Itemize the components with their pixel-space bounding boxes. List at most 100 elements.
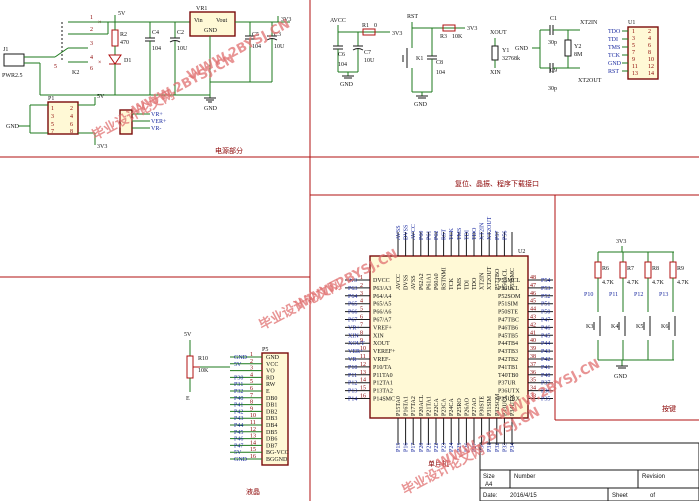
switch-k4[interactable]: K4 (611, 324, 618, 330)
mcu-left-net-1: 3v3 (348, 278, 357, 284)
mcu-left-pin-7: VREF+ (373, 325, 392, 331)
key-blocks: R64.7KP10K3R74.7KP11K4R84.7KP12K5R94.7KP… (584, 252, 690, 360)
mcu-top-net-0: AVSS (396, 225, 402, 240)
mcu-right-net-42: P46 (541, 325, 550, 331)
mcu-bottom-pin-2: P17TA2 (411, 396, 417, 416)
mcu-bottom-pin-8: P25RO (457, 398, 463, 416)
section-label-keys: 按键 (662, 404, 676, 413)
r3-resistor[interactable] (442, 24, 456, 32)
c5-label: C5 (252, 32, 259, 38)
lcd-pin-num-7: 7 (250, 393, 253, 399)
mcu-bottom-pin-12: P31SIM (487, 395, 493, 416)
mcu-left-pin-11: VREF- (373, 357, 390, 363)
resistor-label-r8: R8 (652, 266, 659, 272)
mcu-left-net-3: P64 (348, 294, 357, 300)
mcu-bottom-net-11: P30 (480, 443, 486, 452)
mcu-top-net-12: XT2OUT (487, 216, 493, 240)
mcu-bottom-pin-14: P33UCL (502, 394, 508, 416)
mcu-top-pin-9: TDI (464, 280, 470, 290)
mcu-left-net-16: P14 (348, 397, 357, 403)
svg-text:2: 2 (70, 106, 73, 112)
mcu-right-num-42: 42 (530, 322, 536, 328)
resistor-value-r8: 4.7K (652, 280, 665, 286)
r10-value: 10K (198, 368, 209, 374)
jtag-pin-8: 8 (648, 50, 651, 56)
y2-crystal[interactable] (564, 39, 572, 57)
c7-value: 10U (364, 58, 375, 64)
resistor-r6[interactable] (594, 261, 602, 279)
resistor-r8[interactable] (644, 261, 652, 279)
mcu-right-pin-40: P44TB4 (498, 341, 518, 347)
resistor-r9[interactable] (669, 261, 677, 279)
lcd-pin-3: VO (266, 369, 275, 375)
vr-jumper[interactable] (119, 109, 133, 135)
p1-header[interactable] (47, 101, 79, 135)
mcu-top-net-13: P57 (495, 231, 501, 240)
mcu-left-num-6: 6 (360, 315, 363, 321)
mcu-right-pin-38: P42TB2 (498, 357, 518, 363)
mcu-u2-chip[interactable] (369, 255, 529, 419)
r2-resistor[interactable] (111, 29, 119, 47)
tb-size: A4 (485, 482, 493, 488)
r2-value: 470 (120, 40, 129, 46)
jtag-pin-1: 1 (632, 29, 635, 35)
lcd-net-8: P41 (234, 403, 243, 409)
j1-jack[interactable] (3, 53, 25, 67)
c7-label: C7 (364, 50, 371, 56)
resistor-r7[interactable] (619, 261, 627, 279)
r10-potentiometer[interactable] (186, 355, 194, 379)
tb-sheet-label: Sheet (612, 493, 628, 499)
vr1-regulator[interactable] (189, 11, 236, 37)
reset-section: AVCC R1 0 3V3 C6 104 C7 10U GND RST R3 1… (330, 14, 659, 108)
mcu-left-num-12: 12 (360, 362, 366, 368)
mcu-right-num-36: 36 (530, 370, 536, 376)
p1-net-5v: 5V (97, 94, 105, 100)
d1-led[interactable] (108, 54, 122, 65)
key-net-p10: P10 (584, 292, 593, 298)
mcu-right-pin-33: P35URX (498, 397, 521, 403)
mcu-bottom-net-4: P21 (426, 443, 432, 452)
switch-k3[interactable]: K3 (586, 324, 593, 330)
resistor-label-r6: R6 (602, 266, 609, 272)
mcu-top-net-4: P61 (426, 231, 432, 240)
mcu-right-net-35: P37 (541, 381, 550, 387)
mcu-right-num-37: 37 (530, 362, 536, 368)
k2-switch[interactable]: 1 2 3 4 5 6 K2 × × (54, 15, 101, 76)
u1-jtag-header[interactable] (627, 26, 659, 80)
mcu-right-net-37: P41 (541, 365, 550, 371)
mcu-right-pin-39: P43TB3 (498, 349, 518, 355)
lcd-pin-15: BG-VCC (266, 450, 289, 456)
p5-lcd-connector[interactable] (261, 352, 289, 466)
mcu-left-net-2: P63 (348, 286, 357, 292)
r1-resistor[interactable] (362, 28, 376, 36)
u1-label: U1 (628, 20, 635, 26)
vr1-vin: Vin (194, 18, 203, 24)
vr1-gnd: GND (204, 28, 218, 34)
mcu-top-pin-15: P55SMC (510, 268, 516, 290)
r1-label: R1 (362, 23, 369, 29)
mcu-bottom-pin-15: P34UTX (510, 394, 516, 416)
lcd-pin-num-10: 10 (250, 413, 256, 419)
mcu-top-pin-13: P57TBO (495, 268, 501, 290)
xt2in-label: XT2IN (580, 20, 598, 26)
lcd-pin-num-1: 1 (250, 352, 253, 358)
lcd-pin-num-9: 9 (250, 406, 253, 412)
mcu-left-num-4: 4 (360, 299, 363, 305)
y1-crystal[interactable] (491, 45, 499, 61)
lcd-pin-9: DB2 (266, 409, 277, 415)
switch-k6[interactable]: K6 (661, 324, 668, 330)
mcu-right-net-41: P45 (541, 333, 550, 339)
mcu-right-net-48: P54 (541, 278, 550, 284)
mcu-bottom-pin-1: P16TA1 (404, 396, 410, 416)
c2-value: 10U (177, 46, 188, 52)
mcu-left-net-10: VER+ (348, 349, 364, 355)
switch-k5[interactable]: K5 (636, 324, 643, 330)
mcu-section: U2 DVCC13v3P63/A32P63P64/A43P64P65/A54P6… (345, 216, 553, 452)
k1-label[interactable]: K1 (416, 56, 423, 62)
mcu-bottom-net-6: P23 (442, 443, 448, 452)
mcu-bottom-net-1: P16 (404, 443, 410, 452)
mcu-left-net-6: P67 (348, 318, 357, 324)
